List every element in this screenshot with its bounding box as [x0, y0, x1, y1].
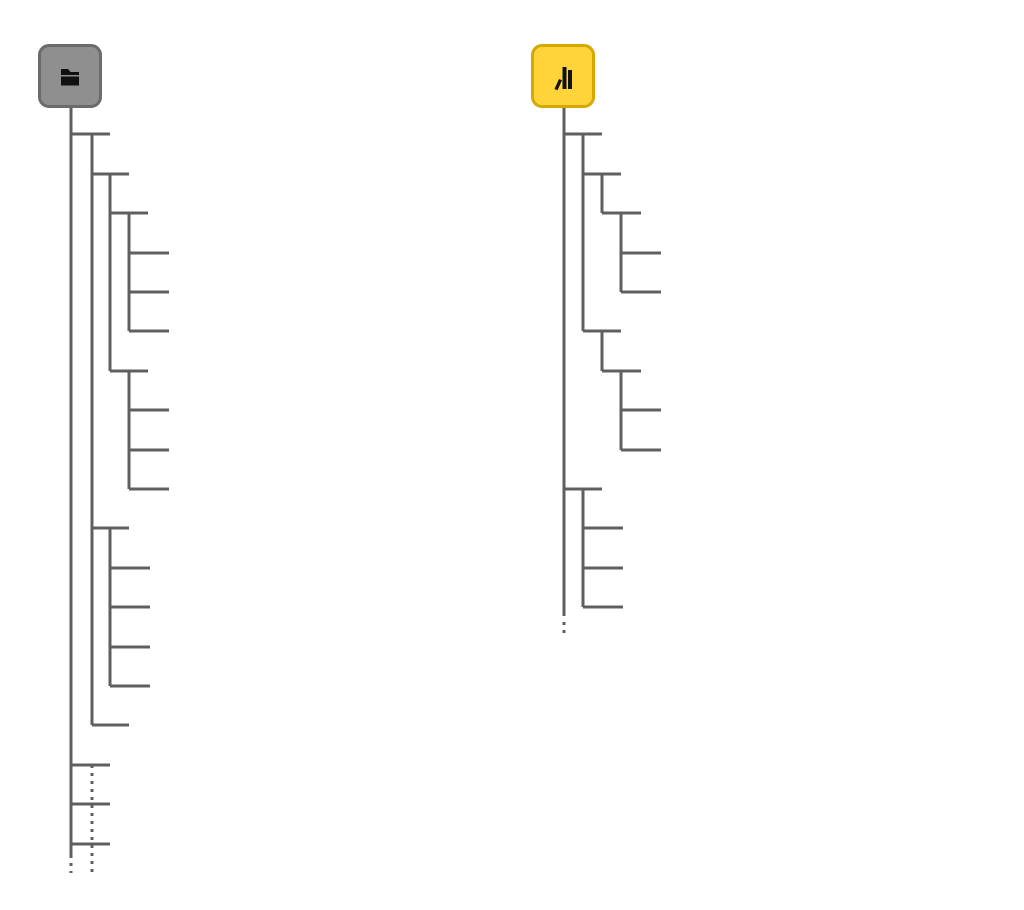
library-root-node[interactable]: [531, 44, 595, 108]
folder-root-node[interactable]: [38, 44, 102, 108]
folder-icon: [61, 69, 79, 86]
library-icon: [554, 67, 572, 91]
